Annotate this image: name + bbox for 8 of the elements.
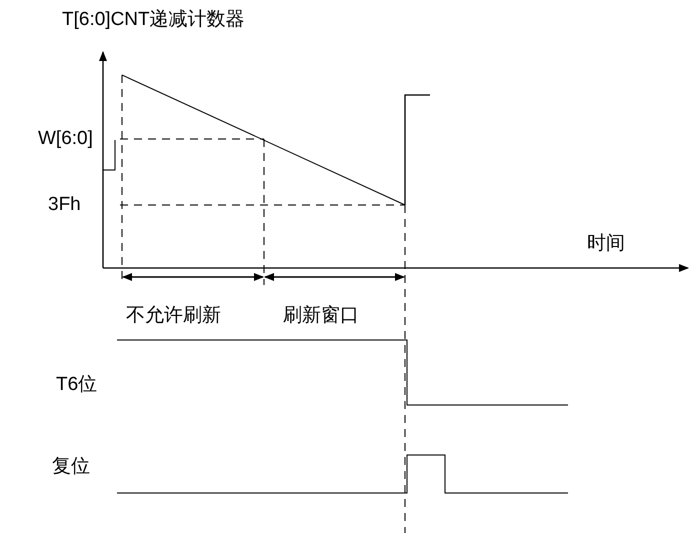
signal-label: T6位 — [56, 374, 98, 396]
signal-label: 复位 — [52, 456, 90, 478]
axis-tick-label: W[6:0] — [38, 128, 93, 150]
axis-tick-label: 3Fh — [48, 194, 81, 216]
axis-title: 时间 — [587, 233, 625, 255]
interval-label: 刷新窗口 — [283, 305, 359, 327]
interval-label: 不允许刷新 — [126, 305, 221, 327]
axis-title: T[6:0]CNT递减计数器 — [62, 9, 245, 31]
